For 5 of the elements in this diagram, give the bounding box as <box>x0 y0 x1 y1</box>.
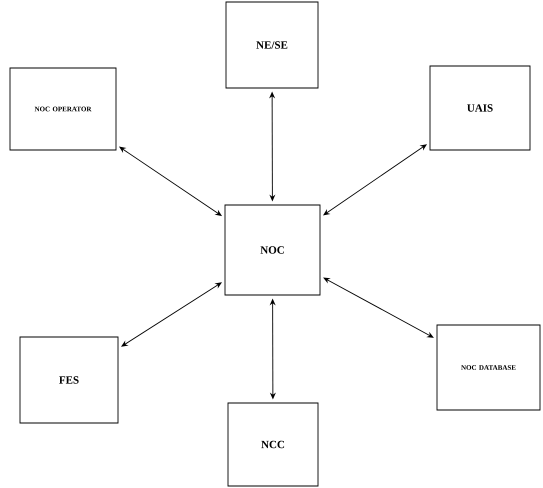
process-box: NCC <box>228 402 318 486</box>
process-box: UAIS <box>430 66 530 150</box>
process-box: NOC <box>224 204 320 296</box>
process-box: FES <box>20 336 118 424</box>
process-box: NE/SE <box>226 2 318 88</box>
